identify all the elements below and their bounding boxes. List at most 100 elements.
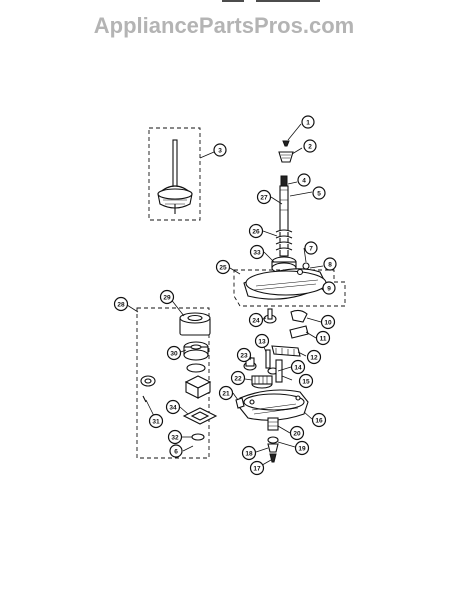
part-25-cover-group bbox=[233, 262, 346, 307]
callout-label: 31 bbox=[152, 418, 160, 425]
part-29-tub-seal bbox=[179, 312, 211, 336]
callout-23[interactable]: 23 bbox=[236, 347, 252, 363]
callout-14[interactable]: 14 bbox=[290, 359, 306, 375]
part-22-drive-gear bbox=[251, 375, 273, 389]
callout-25[interactable]: 25 bbox=[215, 259, 231, 275]
callout-31[interactable]: 31 bbox=[148, 413, 164, 429]
callout-label: 11 bbox=[320, 335, 327, 342]
callout-17[interactable]: 17 bbox=[249, 460, 265, 476]
callout-label: 13 bbox=[258, 338, 266, 345]
part-23-gear bbox=[243, 357, 257, 371]
callout-label: 26 bbox=[252, 228, 260, 235]
callout-label: 9 bbox=[327, 285, 331, 292]
callout-8[interactable]: 8 bbox=[323, 257, 337, 271]
part-17-bolt bbox=[269, 453, 277, 463]
callout-label: 34 bbox=[169, 404, 177, 411]
part-12-pinion-gear bbox=[271, 345, 301, 357]
callout-3[interactable]: 3 bbox=[213, 143, 227, 157]
callout-label: 30 bbox=[170, 350, 178, 357]
part-26-spring bbox=[275, 229, 293, 251]
callout-label: 27 bbox=[260, 194, 268, 201]
callout-34[interactable]: 34 bbox=[165, 399, 181, 415]
callout-label: 29 bbox=[163, 294, 171, 301]
callout-27[interactable]: 27 bbox=[256, 189, 272, 205]
callout-15[interactable]: 15 bbox=[298, 373, 314, 389]
callout-label: 14 bbox=[294, 364, 302, 371]
callout-16[interactable]: 16 bbox=[311, 412, 327, 428]
callout-2[interactable]: 2 bbox=[303, 139, 317, 153]
part-2-agitator-cap bbox=[278, 140, 294, 163]
callout-7[interactable]: 7 bbox=[304, 241, 318, 255]
part-block bbox=[184, 375, 212, 399]
callout-label: 28 bbox=[117, 301, 125, 308]
part-11-lever bbox=[289, 325, 309, 339]
callout-label: 32 bbox=[171, 434, 179, 441]
callout-22[interactable]: 22 bbox=[230, 370, 246, 386]
callout-label: 2 bbox=[308, 143, 312, 150]
callout-26[interactable]: 26 bbox=[248, 223, 264, 239]
callout-label: 24 bbox=[252, 317, 260, 324]
callout-30[interactable]: 30 bbox=[166, 345, 182, 361]
part-18-nut bbox=[267, 443, 279, 453]
callout-28[interactable]: 28 bbox=[113, 296, 129, 312]
callout-label: 21 bbox=[222, 390, 230, 397]
callout-label: 4 bbox=[302, 177, 306, 184]
callout-13[interactable]: 13 bbox=[254, 333, 270, 349]
callout-10[interactable]: 10 bbox=[320, 314, 336, 330]
callout-33[interactable]: 33 bbox=[249, 244, 265, 260]
part-30-bearing bbox=[183, 341, 209, 361]
callout-label: 17 bbox=[253, 465, 261, 472]
callout-21[interactable]: 21 bbox=[218, 385, 234, 401]
callout-label: 18 bbox=[245, 450, 253, 457]
part-32-o-ring bbox=[191, 433, 205, 441]
callout-32[interactable]: 32 bbox=[167, 429, 183, 445]
callout-18[interactable]: 18 bbox=[241, 445, 257, 461]
callout-20[interactable]: 20 bbox=[289, 425, 305, 441]
part-27-main-shaft bbox=[279, 175, 289, 257]
part-10-clip bbox=[290, 309, 308, 323]
callout-11[interactable]: 11 bbox=[315, 330, 331, 346]
callout-5[interactable]: 5 bbox=[312, 186, 326, 200]
callout-label: 8 bbox=[328, 261, 332, 268]
callout-label: 20 bbox=[293, 430, 301, 437]
part-1-screw bbox=[282, 140, 290, 147]
callout-label: 10 bbox=[324, 319, 332, 326]
callout-1[interactable]: 1 bbox=[301, 115, 315, 129]
callout-12[interactable]: 12 bbox=[306, 349, 322, 365]
watermark-text: AppliancePartsPros.com bbox=[94, 13, 354, 38]
part-3-shaft-assembly bbox=[148, 127, 201, 221]
callout-label: 7 bbox=[309, 245, 313, 252]
part-20-pulley bbox=[267, 417, 279, 431]
callout-label: 1 bbox=[306, 119, 310, 126]
callout-label: 25 bbox=[219, 264, 227, 271]
callout-label: 23 bbox=[240, 352, 248, 359]
part-13-pin bbox=[265, 349, 271, 369]
part-28-seal-kit-group bbox=[136, 307, 218, 459]
callout-4[interactable]: 4 bbox=[297, 173, 311, 187]
callout-label: 15 bbox=[302, 378, 310, 385]
callout-label: 22 bbox=[234, 375, 242, 382]
callout-label: 19 bbox=[298, 445, 306, 452]
part-24-bearing bbox=[263, 308, 277, 324]
part-3-group-box bbox=[148, 127, 201, 221]
callout-label: 3 bbox=[218, 147, 222, 154]
callout-29[interactable]: 29 bbox=[159, 289, 175, 305]
callout-24[interactable]: 24 bbox=[248, 312, 264, 328]
part-19-washer bbox=[267, 436, 279, 444]
part-16-gear-case bbox=[239, 389, 309, 421]
callout-6[interactable]: 6 bbox=[169, 444, 183, 458]
part-21-seal bbox=[235, 397, 245, 409]
part-31-clamp bbox=[140, 375, 156, 403]
callout-9[interactable]: 9 bbox=[322, 281, 336, 295]
part-33-gear bbox=[271, 256, 297, 274]
part-34-gasket bbox=[182, 407, 218, 425]
callout-label: 16 bbox=[315, 417, 323, 424]
callout-19[interactable]: 19 bbox=[294, 440, 310, 456]
callout-label: 5 bbox=[317, 190, 321, 197]
callout-label: 6 bbox=[174, 448, 178, 455]
part-ring bbox=[186, 363, 206, 373]
callout-label: 33 bbox=[253, 249, 261, 256]
callout-label: 12 bbox=[310, 354, 318, 361]
